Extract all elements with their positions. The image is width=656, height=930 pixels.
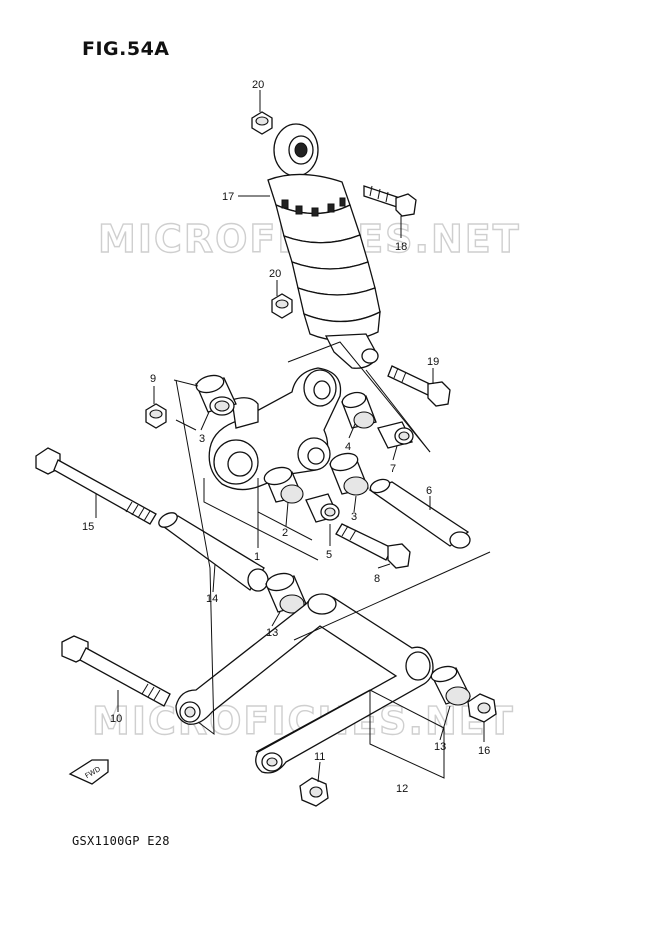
callouts: 20 17 18 20 19 9 3 4 7 6 3 2 5 1 8 15 14… [82, 79, 490, 795]
callout-18: 18 [395, 241, 407, 253]
callout-9: 9 [150, 373, 156, 385]
forward-arrow-icon: FWD [68, 759, 109, 785]
spacer-14 [158, 512, 269, 592]
spacer-6 [368, 478, 471, 549]
callout-13b: 13 [434, 741, 446, 753]
bearing-13-left [265, 572, 307, 614]
callout-17: 17 [222, 191, 234, 203]
bolt-18 [363, 185, 417, 217]
nut-20-lower [271, 293, 293, 319]
bolt-19 [387, 365, 451, 407]
nut-20-top [251, 111, 273, 135]
callout-4: 4 [345, 441, 351, 453]
callout-13a: 13 [266, 627, 278, 639]
callout-2: 2 [282, 527, 288, 539]
callout-19: 19 [427, 356, 439, 368]
callout-20b: 20 [269, 268, 281, 280]
leader-lines [95, 90, 485, 783]
bolt-15 [35, 447, 157, 525]
bearing-3-right [329, 452, 369, 496]
callout-12: 12 [396, 783, 408, 795]
callout-3b: 3 [351, 511, 357, 523]
callout-6: 6 [426, 485, 432, 497]
figure-title: FIG.54A [82, 38, 170, 60]
callout-7: 7 [390, 463, 396, 475]
bearing-4 [341, 391, 377, 429]
callout-20a: 20 [252, 79, 264, 91]
callout-10: 10 [110, 713, 122, 725]
model-code: GSX1100GP E28 [72, 834, 170, 848]
shock-absorber [267, 123, 381, 369]
callout-11: 11 [314, 751, 325, 763]
bearing-2 [263, 466, 304, 504]
cushion-rod [175, 593, 434, 774]
bolt-10 [61, 635, 171, 707]
callout-5: 5 [326, 549, 332, 561]
bolt-8 [335, 523, 411, 569]
spacer-5 [305, 493, 340, 523]
bearing-13-right [430, 665, 471, 706]
assembly-lines [173, 341, 491, 779]
callout-3a: 3 [199, 433, 205, 445]
callout-1: 1 [254, 551, 260, 563]
washer-9 [145, 403, 167, 429]
bearing-3-upper [195, 374, 237, 416]
callout-14: 14 [206, 593, 218, 605]
callout-15: 15 [82, 521, 94, 533]
nut-11 [299, 777, 329, 807]
callout-8: 8 [374, 573, 380, 585]
nut-16 [467, 693, 497, 723]
spacer-7 [377, 421, 414, 449]
callout-16: 16 [478, 745, 490, 757]
cushion-lever [208, 367, 342, 491]
